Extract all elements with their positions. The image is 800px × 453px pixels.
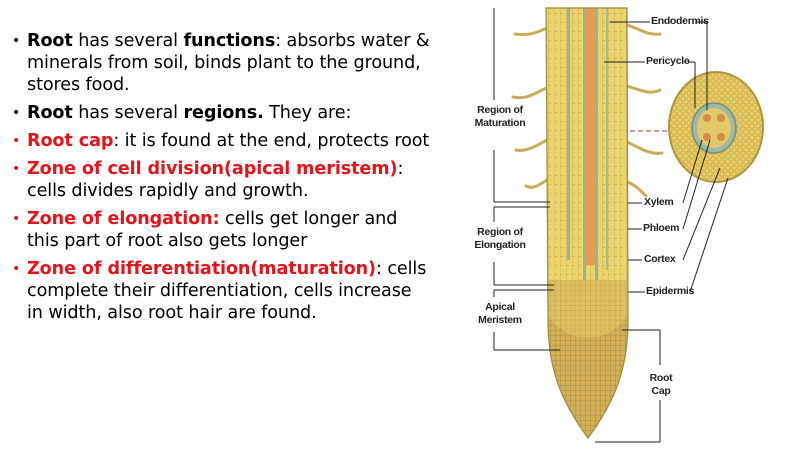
bullet-dot: • — [12, 33, 21, 49]
bullet-root-cap: • Root cap: it is found at the end, prot… — [10, 130, 430, 152]
leader-lines — [595, 21, 729, 443]
label-pericycle: Pericycle — [646, 55, 690, 67]
bullet-dot: • — [12, 133, 21, 149]
root-illustration — [493, 7, 764, 443]
text: cells get longer and this part of root a… — [27, 209, 398, 251]
term: regions. — [183, 103, 264, 123]
root-hairs — [511, 23, 664, 198]
term: Zone of differentiation(maturation) — [27, 259, 376, 279]
term: functions — [183, 31, 276, 51]
label-endodermis: Endodermis — [651, 15, 709, 27]
term: Zone of elongation: — [27, 209, 220, 229]
text: : cells divides rapidly and growth. — [27, 159, 404, 201]
term: Root — [27, 103, 73, 123]
text: : it is found at the end, protects root — [113, 131, 430, 151]
bullet-root-regions: • Root has several regions. They are: — [10, 102, 430, 124]
cross-section — [668, 71, 764, 183]
bullet-dot: • — [12, 211, 21, 227]
bullet-root-functions: • Root has several functions: absorbs wa… — [10, 30, 430, 96]
text: has several — [72, 31, 184, 51]
root-body — [546, 8, 628, 438]
label-cortex: Cortex — [644, 253, 676, 265]
term: Zone of cell division(apical meristem) — [27, 159, 398, 179]
label-phloem: Phloem — [643, 222, 680, 234]
term: Root — [27, 31, 73, 51]
label-xylem: Xylem — [644, 196, 674, 208]
region-brackets — [493, 8, 560, 351]
bullet-dot: • — [12, 261, 21, 277]
text: : cells complete their differentiation, … — [27, 259, 427, 323]
bullet-differentiation: • Zone of differentiation(maturation): c… — [10, 258, 430, 324]
label-epidermis: Epidermis — [646, 285, 695, 297]
bullet-cell-division: • Zone of cell division(apical meristem)… — [10, 158, 430, 202]
text: has several — [72, 103, 184, 123]
bullet-dot: • — [12, 161, 21, 177]
bullet-elongation: • Zone of elongation: cells get longer a… — [10, 208, 430, 252]
bullet-list: • Root has several functions: absorbs wa… — [10, 30, 430, 330]
term: Root cap — [27, 131, 114, 151]
bullet-dot: • — [12, 105, 21, 121]
text: : absorbs water & minerals from soil, bi… — [27, 31, 430, 95]
text: They are: — [263, 103, 352, 123]
